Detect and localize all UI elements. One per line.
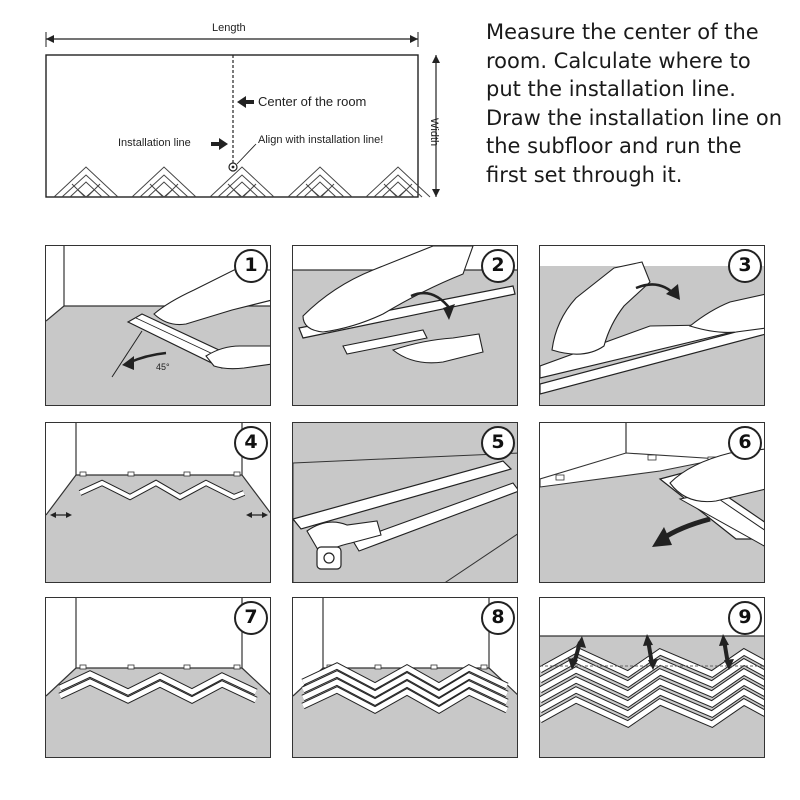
step-9-panel: 9 (539, 597, 765, 758)
step-number-badge: 4 (234, 426, 268, 460)
step-4-panel: 4 (45, 422, 271, 583)
step-number-badge: 6 (728, 426, 762, 460)
step-number-badge: 3 (728, 249, 762, 283)
step-1-illustration (46, 246, 270, 405)
step-number-badge: 7 (234, 601, 268, 635)
center-of-room-label: Center of the room (258, 94, 367, 109)
angle-label: 45° (156, 362, 170, 372)
step-4-illustration (46, 423, 270, 582)
step-6-illustration (540, 423, 764, 582)
step-1-panel: 45° 1 (45, 245, 271, 406)
step-5-illustration (293, 423, 517, 582)
width-label: Width (428, 118, 440, 147)
step-number-badge: 8 (481, 601, 515, 635)
step-3-illustration (540, 261, 764, 405)
step-number-badge: 5 (481, 426, 515, 460)
step-number-badge: 1 (234, 249, 268, 283)
step-9-illustration (540, 598, 764, 757)
instruction-text: Measure the center of the room. Calculat… (486, 20, 783, 187)
step-7-illustration (46, 598, 270, 757)
room-diagram-drawing (45, 32, 440, 198)
align-label: Align with installation line! (258, 134, 384, 146)
step-2-illustration (293, 246, 517, 405)
step-5-panel: 5 (292, 422, 518, 583)
step-6-panel: 6 (539, 422, 765, 583)
step-8-panel: 8 (292, 597, 518, 758)
installation-line-label: Installation line (118, 137, 191, 149)
step-number-badge: 2 (481, 249, 515, 283)
step-2-panel: 2 (292, 245, 518, 406)
room-diagram: Length Center of the room Installation l… (40, 20, 480, 210)
step-number-badge: 9 (728, 601, 762, 635)
length-label: Length (212, 22, 246, 34)
step-7-panel: 7 (45, 597, 271, 758)
step-3-panel: 3 (539, 245, 765, 406)
